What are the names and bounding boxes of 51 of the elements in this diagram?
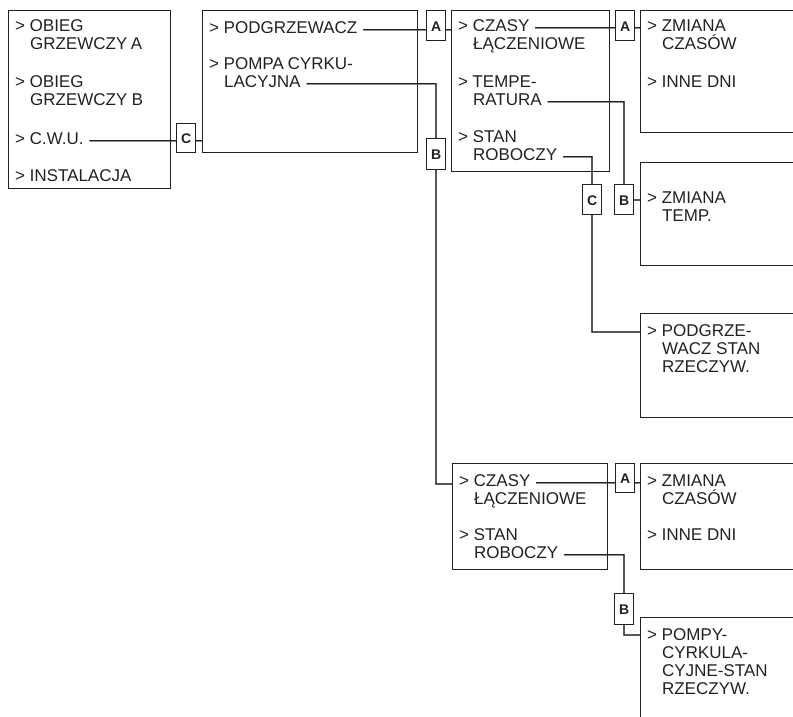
jump-marker: B (614, 593, 634, 625)
menu-panel (451, 10, 610, 172)
connector-line (563, 156, 593, 184)
menu-item: > ZMIANA CZASÓW (647, 472, 782, 508)
connector-line (536, 482, 615, 484)
menu-panel (640, 10, 793, 133)
menu-item: > STAN ROBOCZY (458, 128, 583, 164)
jump-marker: B (614, 184, 634, 215)
connector-line (634, 199, 640, 201)
menu-panel (640, 617, 793, 717)
menu-panel (640, 313, 793, 418)
menu-item: > TEMPE- RATURA (458, 73, 583, 109)
menu-item: > STAN ROBOCZY (459, 526, 584, 562)
connector-line (591, 215, 640, 333)
menu-panel (640, 463, 793, 570)
jump-marker: A (615, 10, 635, 41)
menu-item: > PODGRZE- WACZ STAN RZECZYW. (647, 322, 790, 376)
menu-panel (452, 463, 608, 570)
jump-marker: B (426, 138, 446, 170)
menu-item: > CZASY ŁĄCZENIOWE (458, 17, 609, 53)
jump-marker: C (582, 184, 602, 215)
menu-item: > INSTALACJA (15, 167, 132, 185)
menu-item: > INNE DNI (647, 73, 736, 91)
menu-item: > INNE DNI (647, 526, 736, 544)
menu-item: > ZMIANA TEMP. (647, 189, 772, 225)
connector-line (635, 482, 640, 484)
menu-item: > OBIEG GRZEWCZY B (15, 73, 170, 109)
connector-line (623, 625, 640, 636)
menu-panel (8, 10, 171, 189)
jump-marker: A (615, 463, 635, 493)
menu-item: > C.W.U. (15, 130, 84, 148)
menu-item: > CZASY ŁĄCZENIOWE (459, 472, 607, 508)
jump-marker: A (426, 10, 446, 41)
connector-line (363, 29, 426, 31)
menu-item: > OBIEG GRZEWCZY A (15, 17, 170, 53)
menu-item: > ZMIANA CZASÓW (647, 17, 782, 53)
menu-panel (202, 10, 418, 153)
jump-marker: C (176, 123, 196, 153)
connector-line (564, 554, 625, 593)
connector-line (535, 27, 615, 29)
connector-line (446, 29, 451, 31)
connector-line (196, 140, 202, 142)
menu-item: > POMPA CYRKU- LACYJNA (209, 55, 394, 91)
connector-line (306, 83, 437, 138)
connector-line (435, 170, 452, 485)
menu-panel (640, 162, 793, 266)
connector-line (635, 27, 640, 29)
connector-line (548, 101, 625, 184)
connector-line (89, 140, 176, 142)
menu-item: > PODGRZEWACZ (209, 19, 358, 37)
menu-item: > POMPY- CYRKULA- CYJNE-STAN RZECZYW. (647, 626, 790, 698)
